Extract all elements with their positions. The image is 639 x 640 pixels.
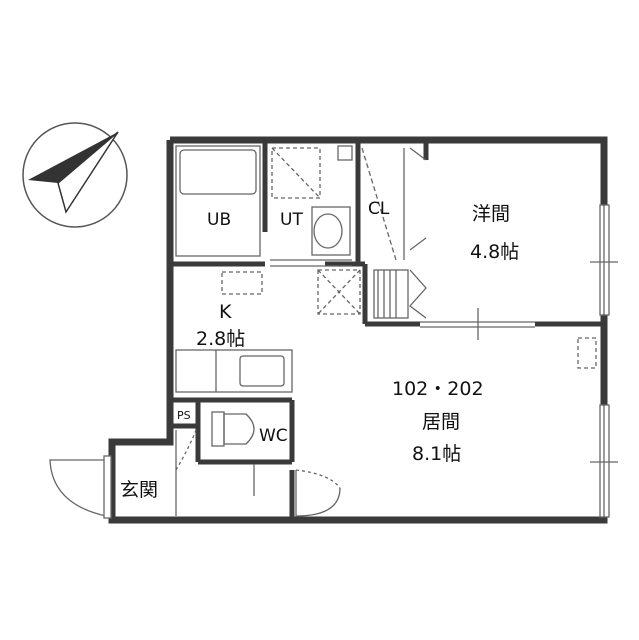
vent: [337, 145, 353, 161]
washbasin-bowl: [313, 213, 343, 249]
kitchen-sink: [239, 355, 285, 387]
washbasin: [311, 206, 351, 256]
room-label-closet: CL: [368, 199, 390, 219]
room-label-living: 居間: [422, 411, 460, 433]
room-label-western: 洋間: [472, 203, 510, 225]
room-size-living: 8.1帖: [412, 443, 461, 465]
fixtures: [49, 145, 618, 519]
room-labels: UB UT CL 洋間 4.8帖 K 2.8帖 102・202 居間 8.1帖 …: [120, 199, 519, 501]
unit-numbers: 102・202: [392, 378, 484, 400]
room-label-toilet: WC: [259, 426, 288, 446]
outer-walls: [108, 136, 608, 524]
compass: [22, 122, 128, 228]
washer-space: [271, 147, 321, 199]
compass-circle: [22, 122, 128, 228]
closet-storage: [373, 269, 409, 319]
interior-walls: [170, 140, 604, 520]
room-size-western: 4.8帖: [470, 241, 519, 263]
kitchen-counter: [175, 349, 293, 393]
room-label-bath: UB: [207, 210, 231, 230]
room-size-kitchen: 2.8帖: [196, 328, 245, 350]
windows: [103, 204, 618, 519]
toilet-bowl: [223, 413, 255, 445]
toilet-tank: [211, 411, 225, 447]
bath-unit: [175, 145, 261, 257]
room-label-utility: UT: [280, 210, 303, 230]
room-label-entrance: 玄関: [120, 479, 158, 501]
room-label-kitchen: K: [219, 301, 232, 323]
north-arrow-icon: [28, 131, 119, 214]
room-label-pipe-space: PS: [177, 409, 191, 422]
bathtub: [179, 149, 257, 195]
